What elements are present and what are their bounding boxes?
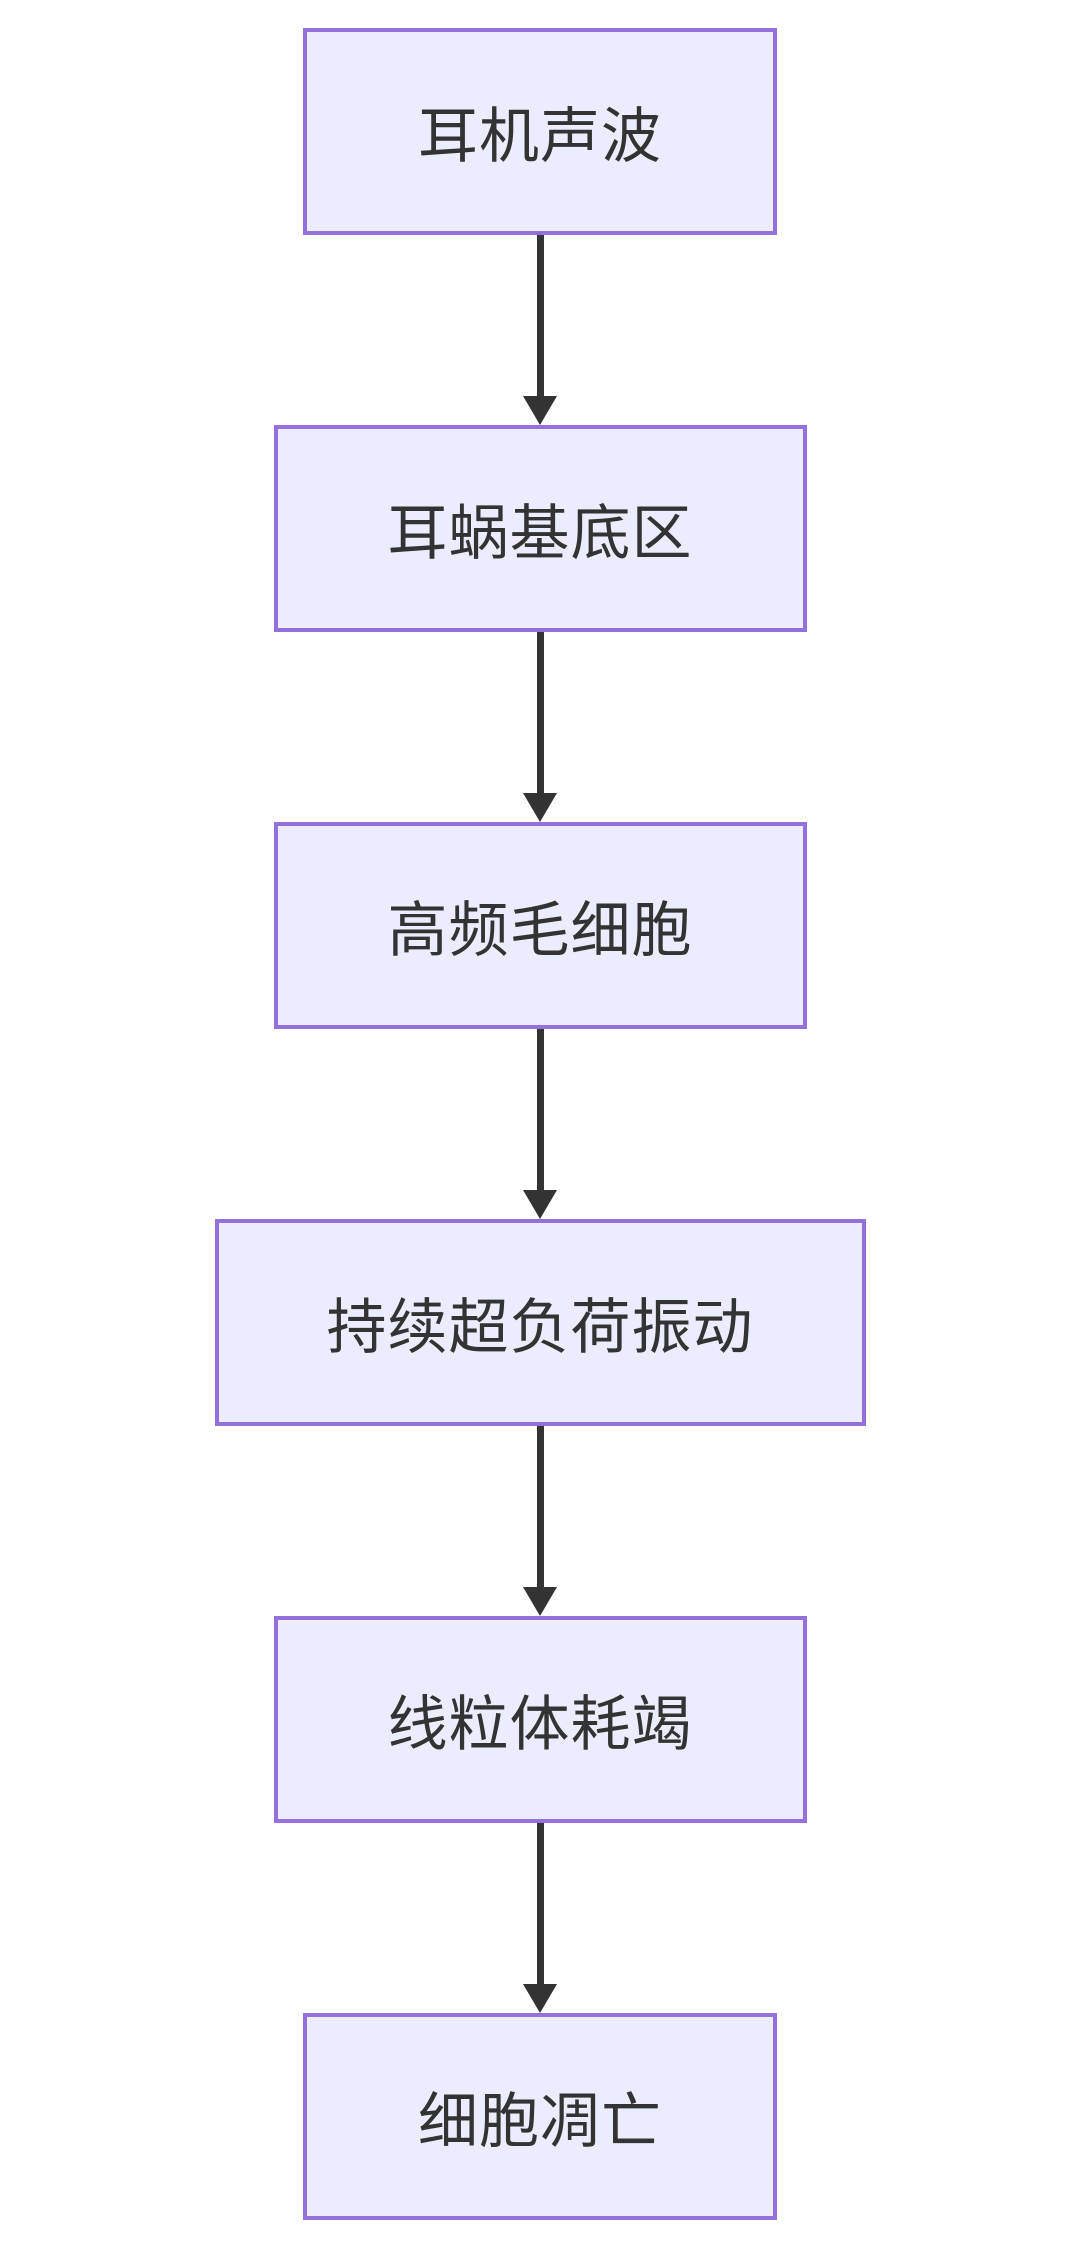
flow-edge-line	[536, 1823, 544, 1987]
flow-edge-arrowhead-icon	[523, 793, 557, 822]
flow-edge-line	[536, 1029, 544, 1193]
flow-node-1: 耳机声波	[303, 28, 777, 235]
flow-node-6: 细胞凋亡	[303, 2013, 777, 2220]
flow-node-4: 持续超负荷振动	[214, 1219, 866, 1426]
flow-node-3: 高频毛细胞	[273, 822, 807, 1029]
flow-edge-arrowhead-icon	[523, 1587, 557, 1616]
flow-edge-line	[536, 1426, 544, 1590]
flow-node-2: 耳蜗基底区	[273, 425, 807, 632]
flow-edge-arrowhead-icon	[523, 1190, 557, 1219]
flow-edge-arrowhead-icon	[523, 396, 557, 425]
flow-edge-line	[536, 632, 544, 796]
flow-node-5: 线粒体耗竭	[273, 1616, 807, 1823]
flow-edge-line	[536, 235, 544, 399]
flow-edge-arrowhead-icon	[523, 1984, 557, 2013]
